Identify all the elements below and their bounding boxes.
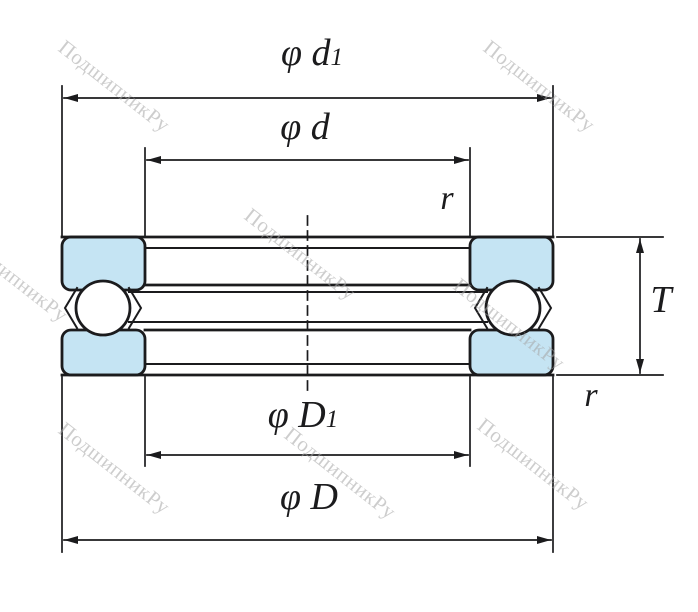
cage-pocket-left-outer: [63, 286, 79, 330]
dim-label-r-top: r: [440, 182, 453, 216]
watermark-text: ПодшипникРу: [473, 413, 594, 515]
dim-label-d1: φ d1: [281, 34, 343, 72]
watermark-text: ПодшипникРу: [54, 417, 175, 519]
dim-label-D1-subscript: 1: [325, 406, 339, 433]
dim-label-r-side-text: r: [584, 377, 598, 414]
cage-pocket-left-inner: [127, 286, 143, 330]
dim-label-r-top-text: r: [440, 180, 454, 217]
dim-label-D1: φ D1: [268, 396, 338, 434]
dim-label-D: φ D: [280, 478, 338, 516]
watermark-text: ПодшипникРу: [479, 35, 600, 137]
dim-label-T-text: T: [650, 279, 672, 321]
dim-label-d1-subscript: 1: [330, 44, 344, 71]
dim-label-T: T: [650, 281, 671, 319]
cage-pocket-right-outer: [537, 286, 553, 330]
watermark-text: ПодшипникРу: [240, 203, 361, 305]
drawing-layer: [60, 85, 664, 553]
dim-label-D-text: φ D: [280, 476, 338, 518]
watermark-text: ПодшипникРу: [54, 35, 175, 137]
dim-label-r-side: r: [584, 379, 597, 413]
bottom-left-washer-block: [60, 328, 147, 377]
dim-label-d1-text: φ d: [280, 32, 331, 74]
dim-label-d-text: φ d: [280, 106, 330, 148]
right-ball: [484, 279, 542, 337]
cage-pocket-right-inner: [473, 286, 489, 330]
dim-label-D1-text: φ D: [267, 394, 326, 436]
dim-label-d: φ d: [280, 108, 330, 146]
left-ball: [74, 279, 132, 337]
